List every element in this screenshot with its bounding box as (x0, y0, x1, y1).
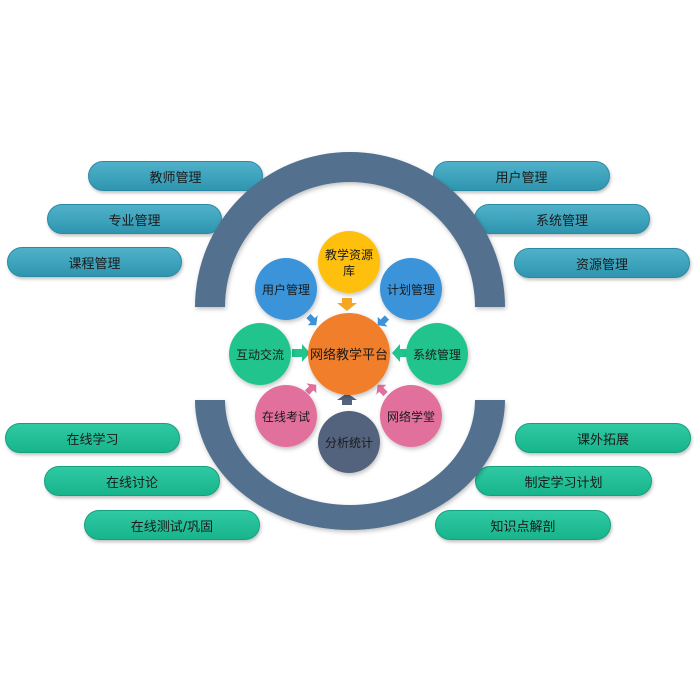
pill-resource-management[interactable]: 资源管理 (514, 248, 690, 278)
ring-node-circle (318, 411, 380, 473)
pill-label: 资源管理 (575, 257, 628, 273)
arrow-bottom-left (304, 383, 317, 395)
ring-node[interactable]: 分析统计 (318, 411, 380, 473)
pill-label: 在线测试/巩固 (130, 519, 214, 535)
ring-node-label: 网络学堂 (387, 409, 435, 424)
pill-online-study[interactable]: 在线学习 (5, 423, 180, 453)
ring-node-label: 互动交流 (236, 347, 284, 362)
pill-knowledge-analysis[interactable]: 知识点解剖 (435, 510, 611, 540)
pill-label: 专业管理 (108, 213, 161, 229)
pill-label: 用户管理 (495, 170, 548, 186)
pill-user-management[interactable]: 用户管理 (433, 161, 610, 191)
ring-node-label: 用户管理 (262, 282, 310, 297)
top-arc-band (195, 152, 505, 307)
pill-label: 在线讨论 (105, 475, 158, 491)
pill-label: 课外拓展 (576, 432, 629, 448)
pill-system-management[interactable]: 系统管理 (474, 204, 650, 234)
pill-label: 制定学习计划 (524, 475, 603, 491)
ring-node[interactable]: 用户管理 (255, 258, 317, 320)
pill-study-plan[interactable]: 制定学习计划 (475, 466, 652, 496)
ring-node-circle (380, 385, 442, 447)
ring-node-circle (380, 258, 442, 320)
arrow-left (292, 344, 310, 362)
arrows (292, 298, 410, 405)
pill-label: 课程管理 (68, 256, 121, 272)
ring-node[interactable]: 互动交流 (229, 323, 291, 385)
pill-online-test[interactable]: 在线测试/巩固 (84, 510, 260, 540)
ring-node[interactable]: 计划管理 (380, 258, 442, 320)
ring-node[interactable]: 网络学堂 (380, 385, 442, 447)
ring-node-label: 分析统计 (325, 436, 373, 450)
center-label: 网络教学平台 (310, 347, 388, 363)
ring-node-circle (255, 258, 317, 320)
ring-node-label: 系统管理 (413, 347, 461, 362)
ring-node[interactable]: 在线考试 (255, 385, 317, 447)
ring-node-label: 计划管理 (387, 282, 435, 297)
ring-node-label: 在线考试 (262, 409, 310, 424)
ring-node-label: 教学资源 (325, 247, 373, 262)
bottom-arc-band (195, 400, 505, 530)
ring-node-circle (406, 323, 468, 385)
center-circle (308, 313, 390, 395)
pill-label: 在线学习 (66, 432, 119, 448)
center-node[interactable]: 网络教学平台 (308, 313, 390, 395)
arrow-top-left (306, 313, 318, 326)
ring-node-circle (255, 385, 317, 447)
arrow-right (392, 344, 410, 362)
pill-label: 系统管理 (535, 213, 588, 229)
arrow-bottom-right (376, 384, 388, 397)
arrow-top-right (377, 315, 390, 327)
pill-extracurricular[interactable]: 课外拓展 (515, 423, 691, 453)
pill-major-management[interactable]: 专业管理 (47, 204, 222, 234)
pill-label: 教师管理 (149, 170, 202, 186)
ring-node-label: 库 (343, 263, 355, 278)
arrow-bottom (337, 393, 357, 405)
ring-node-circle (318, 231, 380, 293)
ring-node-circle (229, 323, 291, 385)
pill-course-management[interactable]: 课程管理 (7, 247, 182, 277)
pill-online-discussion[interactable]: 在线讨论 (44, 466, 220, 496)
ring-node[interactable]: 系统管理 (406, 323, 468, 385)
arrow-top (337, 298, 357, 311)
pill-label: 知识点解剖 (490, 519, 556, 535)
pill-teacher-management[interactable]: 教师管理 (88, 161, 263, 191)
